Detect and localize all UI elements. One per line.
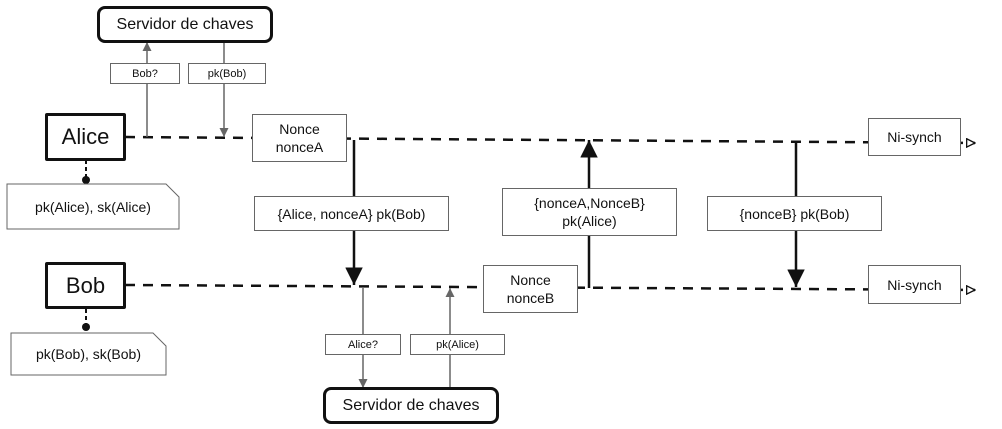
alice-lifeline [124, 135, 975, 143]
alice-query-label: Bob? [110, 63, 180, 84]
alice-claim-box: Ni-synch [868, 118, 961, 156]
message-2-line-2: pk(Alice) [562, 213, 617, 229]
bob-lifeline [124, 283, 975, 290]
alice-reply-label: pk(Bob) [188, 63, 266, 84]
bob-nonce-line-2: nonceB [506, 290, 555, 306]
bob-keys-note: pk(Bob), sk(Bob) [11, 333, 166, 375]
alice-nonce-line-2: nonceA [275, 139, 324, 155]
alice-nonce-line-1: Nonce [279, 121, 320, 137]
bob-keys-note-shape [10, 332, 167, 376]
message-2-label: {nonceA,NonceB} pk(Alice) [502, 188, 677, 236]
bob-nonce-line-1: Nonce [510, 272, 551, 288]
key-server-bottom: Servidor de chaves [323, 387, 499, 424]
alice-keys-note-shape [6, 183, 180, 230]
bob-reply-label: pk(Alice) [410, 334, 505, 355]
alice-keys-note: pk(Alice), sk(Alice) [7, 184, 179, 229]
alice-actor: Alice [45, 113, 126, 161]
alice-nonce-box: Nonce nonceA [252, 114, 347, 162]
bob-keys-text: pk(Bob), sk(Bob) [35, 346, 142, 362]
bob-nonce-box: Nonce nonceB [483, 265, 578, 313]
message-1-label: {Alice, nonceA} pk(Bob) [254, 196, 449, 231]
bob-actor: Bob [45, 262, 126, 309]
alice-note-dot [82, 176, 90, 184]
alice-keys-text: pk(Alice), sk(Alice) [35, 198, 151, 215]
message-3-label: {nonceB} pk(Bob) [707, 196, 882, 231]
bob-claim-box: Ni-synch [868, 265, 961, 304]
key-server-top: Servidor de chaves [97, 6, 273, 43]
bob-note-dot [82, 323, 90, 331]
message-2-line-1: {nonceA,NonceB} [534, 195, 645, 211]
bob-query-label: Alice? [325, 334, 401, 355]
